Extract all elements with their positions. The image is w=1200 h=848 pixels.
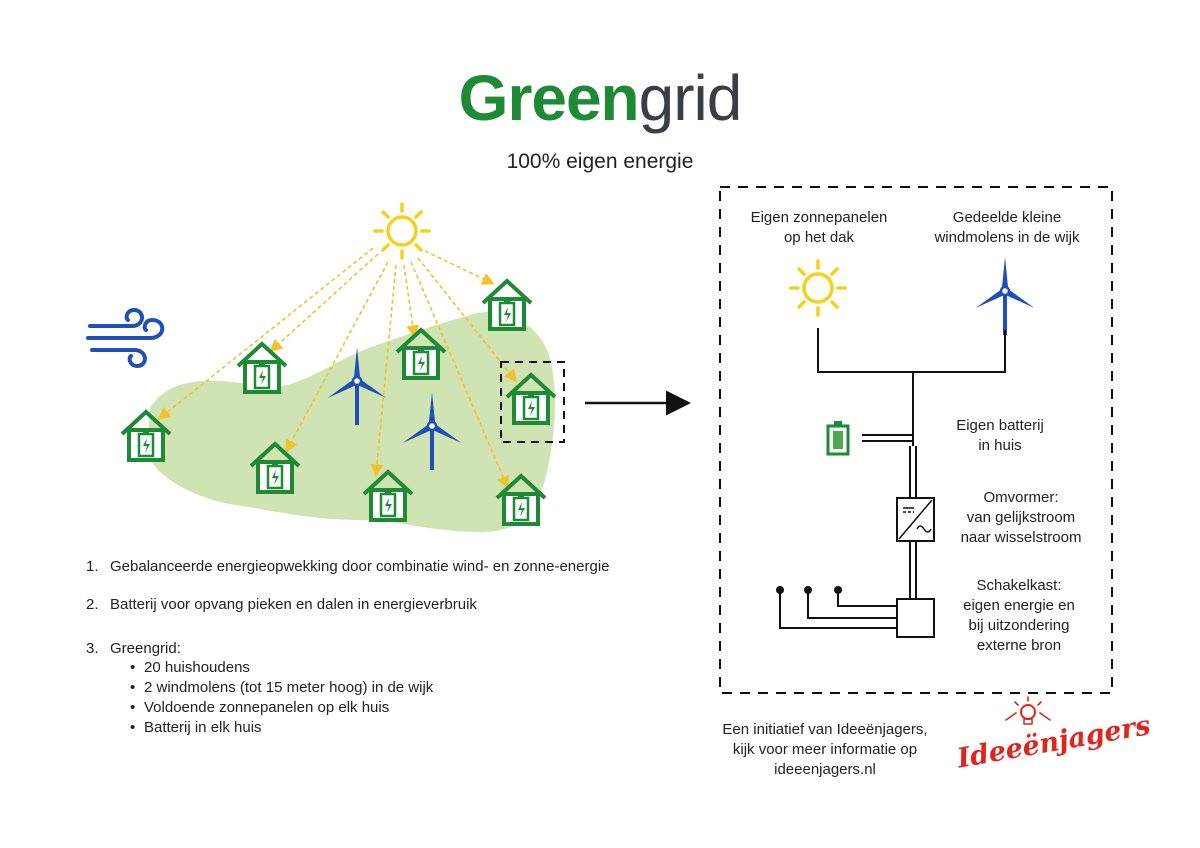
house-icon (481, 279, 533, 331)
battery-label-line1: Eigen batterij (956, 417, 1044, 434)
solar-label-line2: op het dak (783, 229, 855, 246)
page-subtitle: 100% eigen energie (506, 150, 694, 173)
point-1: 1.Gebalanceerde energieopwekking door co… (86, 558, 610, 575)
logo-bulb-icon (1005, 696, 1051, 725)
solar-label: Eigen zonnepanelen op het dak (730, 208, 908, 248)
switch-label-line3: bij uitzondering (968, 617, 1070, 634)
battery-icon (826, 421, 850, 456)
point-3-bullets: 20 huishoudens 2 windmolens (tot 15 mete… (130, 658, 433, 738)
switch-label: Schakelkast: eigen energie en bij uitzon… (944, 576, 1094, 656)
inverter-label-line2: van gelijkstroom (966, 509, 1076, 526)
battery-label-line2: in huis (978, 437, 1022, 454)
bullet-item: 20 huishoudens (130, 658, 433, 678)
wind-label-line2: windmolens in de wijk (934, 229, 1080, 246)
solar-label-line1: Eigen zonnepanelen (750, 209, 888, 226)
initiative-line1: Een initiatief van Ideeënjagers, (722, 721, 928, 738)
switch-label-line2: eigen energie en (963, 597, 1075, 614)
battery-label: Eigen batterij in huis (930, 416, 1070, 456)
inverter-label-line3: naar wisselstroom (960, 529, 1082, 546)
sun-icon (373, 202, 431, 260)
wind-label-line1: Gedeelde kleine (952, 209, 1062, 226)
neighborhood-area (147, 311, 556, 532)
scheme-sun-icon (789, 259, 847, 317)
point-2: 2.Batterij voor opvang pieken en dalen i… (86, 596, 477, 613)
wind-icon (86, 307, 165, 369)
point-3: 3.Greengrid: (86, 640, 181, 657)
wind-label: Gedeelde kleine windmolens in de wijk (912, 208, 1102, 248)
switch-label-line1: Schakelkast: (976, 577, 1062, 594)
inverter-label-line1: Omvormer: (983, 489, 1059, 506)
sun-rays (157, 247, 517, 489)
page-title: Greengrid (0, 62, 1200, 134)
initiative-text: Een initiatief van Ideeënjagers, kijk vo… (690, 720, 960, 780)
scheme-connection-dots (776, 586, 842, 594)
scheme-turbine-icon (972, 255, 1038, 337)
highlight-box (500, 361, 565, 443)
bullet-item: Batterij in elk huis (130, 718, 433, 738)
switch-box-icon (896, 598, 935, 638)
initiative-line2: kijk voor meer informatie op (732, 741, 918, 758)
bullet-item: Voldoende zonnepanelen op elk huis (130, 698, 433, 718)
title-grid: grid (638, 62, 743, 134)
title-green: Green (458, 62, 640, 134)
scheme-wiring (779, 328, 1006, 629)
inverter-icon (896, 497, 935, 542)
website-link[interactable]: ideeenjagers.nl (774, 761, 876, 778)
switch-label-line4: externe bron (976, 637, 1062, 654)
bullet-item: 2 windmolens (tot 15 meter hoog) in de w… (130, 678, 433, 698)
inverter-label: Omvormer: van gelijkstroom naar wisselst… (936, 488, 1106, 548)
house-icon (236, 342, 288, 394)
